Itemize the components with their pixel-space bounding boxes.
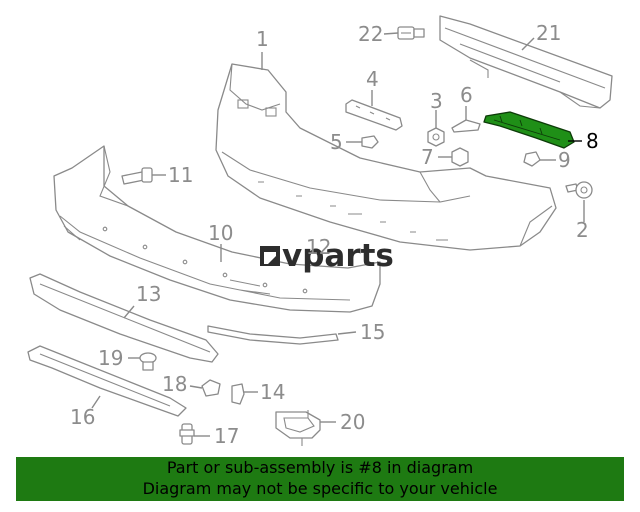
callout-19: 19: [98, 346, 123, 370]
part-16-skid-plate[interactable]: [27, 345, 187, 417]
banner-disclaimer-line: Diagram may not be specific to your vehi…: [142, 479, 498, 498]
part-10-lower-bumper-cover[interactable]: [53, 145, 381, 313]
part-21-reinforcement[interactable]: [439, 15, 613, 109]
watermark-text: vparts: [282, 238, 394, 274]
callout-14: 14: [260, 380, 285, 404]
callout-10: 10: [208, 221, 233, 245]
part-15-molding-strip[interactable]: [207, 325, 339, 345]
part-3-nut[interactable]: [427, 127, 445, 147]
part-18-clip[interactable]: [201, 379, 221, 397]
part-2-screw[interactable]: [565, 181, 593, 199]
part-5-screw[interactable]: [361, 135, 379, 149]
part-14-clip[interactable]: [231, 383, 245, 405]
callout-4: 4: [366, 67, 379, 91]
vparts-watermark: vparts: [260, 238, 394, 274]
banner-part-line: Part or sub-assembly is #8 in diagram: [166, 458, 474, 477]
part-7-nut[interactable]: [451, 147, 469, 167]
part-4-bracket[interactable]: [345, 99, 403, 131]
diagram-notice-banner: Part or sub-assembly is #8 in diagram Di…: [16, 457, 624, 501]
callout-1: 1: [256, 27, 269, 51]
callout-8: 8: [586, 129, 599, 153]
callout-13: 13: [136, 282, 161, 306]
part-6-clip[interactable]: [451, 119, 481, 133]
part-17-screw[interactable]: [179, 423, 195, 445]
callout-20: 20: [340, 410, 365, 434]
callout-21: 21: [536, 21, 561, 45]
part-1-upper-bumper-cover[interactable]: [215, 63, 557, 251]
callout-22: 22: [358, 22, 383, 46]
leader-lines: [91, 32, 585, 437]
callout-7: 7: [421, 145, 434, 169]
callout-18: 18: [162, 372, 187, 396]
callout-5: 5: [330, 130, 343, 154]
callout-12: 12: [306, 235, 331, 259]
callout-17: 17: [214, 424, 239, 448]
part-9-clip[interactable]: [523, 151, 541, 167]
part-22-bolt[interactable]: [397, 26, 425, 40]
callout-15: 15: [360, 320, 385, 344]
part-20-fog-light-cover[interactable]: [275, 410, 321, 446]
callout-11: 11: [168, 163, 193, 187]
callout-9: 9: [558, 148, 571, 172]
parts-logo-icon: [260, 246, 280, 266]
callout-16: 16: [70, 405, 95, 429]
callout-6: 6: [460, 83, 473, 107]
part-19-grommet[interactable]: [139, 352, 157, 371]
callout-3: 3: [430, 89, 443, 113]
part-11-screw[interactable]: [121, 167, 153, 185]
part-8-side-bracket[interactable]: [483, 111, 575, 149]
callout-2: 2: [576, 218, 589, 242]
